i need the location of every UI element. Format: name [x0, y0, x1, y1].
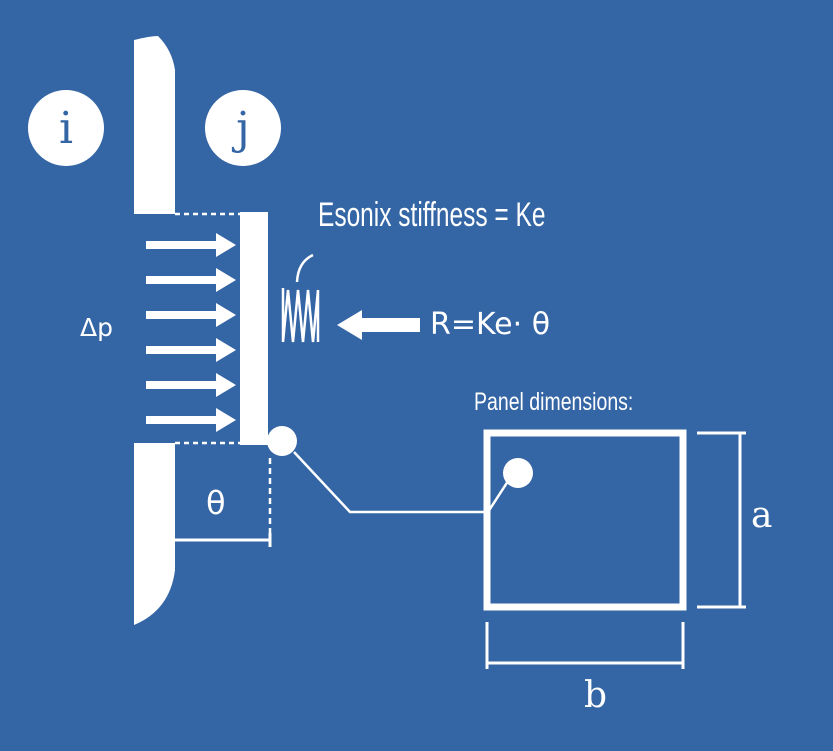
room-i-badge: i	[28, 90, 104, 166]
pressure-arrow	[146, 408, 236, 432]
reaction-label: R=Ke· θ	[430, 307, 551, 342]
pressure-arrow	[146, 268, 236, 292]
lower-wall	[134, 443, 175, 625]
pressure-arrows	[146, 233, 236, 432]
pressure-arrow	[146, 233, 236, 257]
upper-wall	[134, 36, 175, 214]
pressure-arrow	[146, 373, 236, 397]
theta-label: θ	[206, 484, 226, 522]
stiffness-leader-line	[295, 253, 314, 283]
room-j-label: j	[236, 102, 250, 154]
room-j-badge: j	[205, 90, 281, 166]
pressure-arrow	[146, 338, 236, 362]
dimension-b	[485, 622, 685, 669]
dimension-a-label: a	[751, 495, 773, 536]
pressure-arrow	[146, 303, 236, 327]
room-i-label: i	[58, 102, 74, 154]
reaction-arrow	[337, 310, 420, 340]
panel-plate	[240, 212, 268, 445]
panel-dimensions-label: Panel dimensions:	[474, 388, 634, 416]
pressure-label: Δp	[80, 313, 113, 342]
panel-hinge-point	[503, 458, 533, 488]
spring-icon	[281, 288, 320, 343]
dimension-a	[697, 431, 746, 609]
hinge-point	[267, 426, 297, 456]
detail-connector-line	[293, 451, 512, 514]
panel-rectangle	[483, 429, 687, 611]
dimension-b-label: b	[584, 675, 608, 716]
stiffness-label: Esonix stiffness = Ke	[318, 196, 546, 234]
